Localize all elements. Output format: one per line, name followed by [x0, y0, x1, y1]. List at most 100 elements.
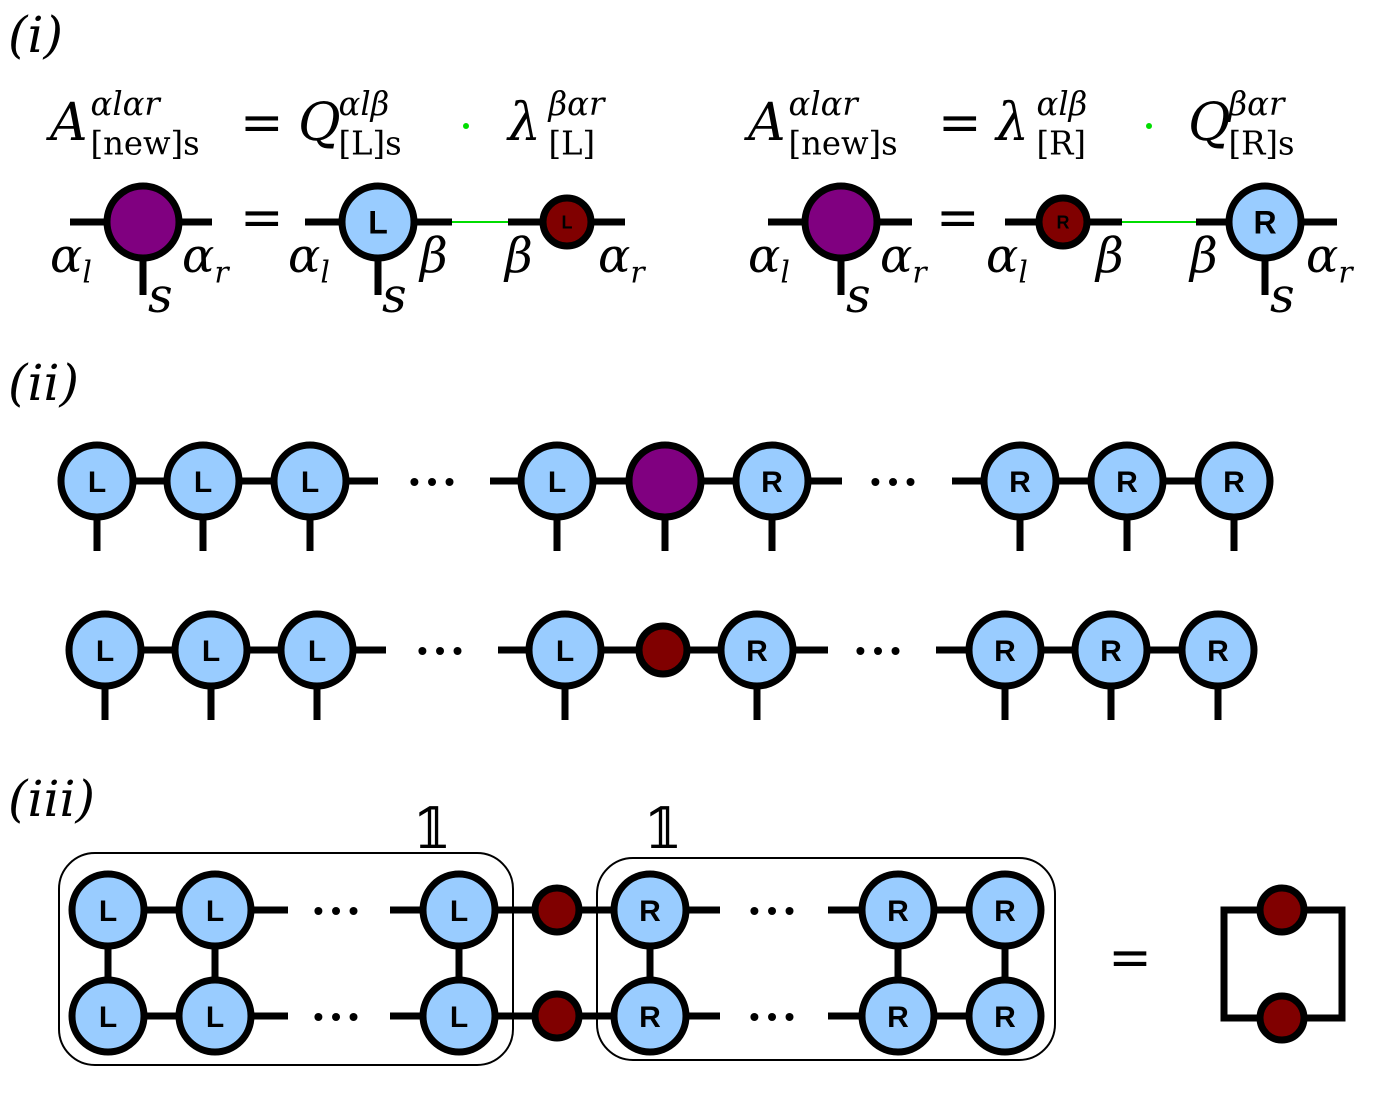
chain-purple-node-letter: L	[88, 466, 106, 499]
right-tensor-letter: R	[1253, 205, 1276, 241]
panel-label-iii: (iii)	[8, 770, 95, 828]
label-s: s	[846, 268, 871, 324]
transfer-node-letter: R	[887, 895, 909, 928]
transfer-node	[68, 976, 148, 1056]
eq-left-A-sub: [new]s	[91, 125, 200, 163]
eq-left-Q-sub: [L]s	[339, 125, 402, 163]
eq-right-dot	[1146, 123, 1152, 129]
eq-left-equals: =	[240, 93, 284, 153]
eq-right-Q: Q	[1188, 93, 1231, 153]
eq-left-lambda-sup: βαr	[548, 85, 606, 123]
ellipsis: • • •	[750, 1001, 795, 1032]
new-tensor	[103, 182, 183, 262]
chain-lambda-node	[1178, 610, 1258, 690]
chain-lambda-ellipsis: • • •	[856, 635, 901, 666]
eq-left-A: A	[46, 93, 88, 153]
identity-box-right	[596, 857, 1056, 1061]
identity-label-right: 𝟙	[644, 797, 683, 862]
chain-purple-node-letter: R	[761, 466, 783, 499]
left-tensor	[338, 182, 418, 262]
transfer-node-letter: R	[639, 895, 661, 928]
right-tensor	[1225, 182, 1305, 262]
chain-lambda-node-letter: R	[1100, 635, 1122, 668]
eq-left-Q-sup: αlβ	[339, 85, 390, 123]
transfer-node-letter: L	[450, 895, 468, 928]
transfer-node	[610, 976, 690, 1056]
chain-lambda-node-letter: R	[994, 635, 1016, 668]
eq-left-dot	[463, 123, 469, 129]
chain-purple-node	[1194, 441, 1274, 521]
label-alpha-r: αr	[598, 228, 646, 291]
transfer-node-letter: R	[994, 1001, 1016, 1034]
label-alpha-l: αl	[986, 228, 1028, 291]
chain-purple-node-letter: L	[194, 466, 212, 499]
label-beta: β	[1094, 228, 1124, 284]
eq-right-equals: =	[938, 93, 982, 153]
chain-purple-node-letter: R	[1009, 466, 1031, 499]
ellipsis: • • •	[314, 1001, 359, 1032]
eq-right-A-sub: [new]s	[789, 125, 898, 163]
lambda-tensor	[1035, 194, 1091, 250]
label-alpha-r: αr	[880, 228, 928, 291]
chain-purple-node	[270, 441, 350, 521]
transfer-node	[965, 976, 1045, 1056]
chain-lambda-node-letter: R	[746, 635, 768, 668]
chain-lambda-node	[65, 610, 145, 690]
eq-right-Q-sup: βαr	[1228, 85, 1286, 123]
chain-purple-node	[163, 441, 243, 521]
lambda-node	[531, 884, 583, 936]
eq-right-A-sup: αlαr	[789, 85, 860, 123]
panel-label-i: (i)	[8, 6, 63, 64]
label-alpha-l: αl	[50, 228, 92, 291]
transfer-node	[419, 870, 499, 950]
eq-left-lambda: λ	[506, 93, 541, 153]
chain-lambda-node-letter: L	[202, 635, 220, 668]
chain-lambda-node	[1071, 610, 1151, 690]
chain-lambda-node	[717, 610, 797, 690]
transfer-node-letter: L	[99, 895, 117, 928]
eq-right-lambda-sup: αlβ	[1037, 85, 1088, 123]
lambda-tensor-letter: R	[1057, 212, 1070, 232]
chain-purple-node	[732, 441, 812, 521]
transfer-node-letter: R	[887, 1001, 909, 1034]
panel-label-ii: (ii)	[8, 354, 79, 412]
eq-left-lambda-sub: [L]	[549, 125, 596, 163]
transfer-node	[175, 870, 255, 950]
chain-purple-node	[625, 441, 705, 521]
chain-lambda-node	[171, 610, 251, 690]
ellipsis: • • •	[750, 895, 795, 926]
transfer-node-letter: L	[450, 1001, 468, 1034]
chain-purple-node	[980, 441, 1060, 521]
transfer-node	[858, 870, 938, 950]
transfer-node	[610, 870, 690, 950]
transfer-node	[175, 976, 255, 1056]
transfer-node-letter: L	[206, 1001, 224, 1034]
ellipsis: • • •	[314, 895, 359, 926]
transfer-node	[68, 870, 148, 950]
lambda-tensor-letter: L	[562, 212, 573, 232]
transfer-node-letter: R	[639, 1001, 661, 1034]
chain-lambda-node	[277, 610, 357, 690]
chain-lambda-node-letter: L	[96, 635, 114, 668]
label-alpha-r: αr	[182, 228, 230, 291]
chain-lambda-node-letter: L	[556, 635, 574, 668]
label-s: s	[1270, 268, 1295, 324]
transfer-node	[858, 976, 938, 1056]
eq-right-A: A	[744, 93, 786, 153]
chain-lambda-node	[965, 610, 1045, 690]
chain-purple-node	[1087, 441, 1167, 521]
eq-right-lambda: λ	[994, 93, 1029, 153]
eq-right-Q-sub: [R]s	[1229, 125, 1295, 163]
label-alpha-l: αl	[288, 228, 330, 291]
identity-box-left	[58, 852, 514, 1066]
equals-sign: =	[1108, 928, 1152, 988]
chain-lambda-node-letter: R	[1207, 635, 1229, 668]
chain-purple-ellipsis: • • •	[410, 466, 455, 497]
label-alpha-r: αr	[1306, 228, 1354, 291]
transfer-node-letter: L	[99, 1001, 117, 1034]
equals-sign: =	[936, 188, 980, 248]
label-s: s	[382, 268, 407, 324]
identity-label-left: 𝟙	[413, 797, 452, 862]
eq-left-A-sup: αlαr	[91, 85, 162, 123]
